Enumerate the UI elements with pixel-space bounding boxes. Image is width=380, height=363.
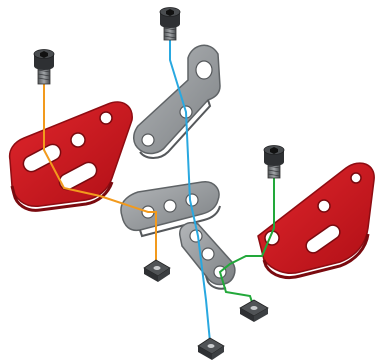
red-plate-right	[257, 162, 375, 280]
orange-assembly-path	[43, 78, 157, 262]
square-nut-left	[143, 259, 171, 282]
blue-assembly-path	[169, 36, 211, 343]
green-assembly-path	[218, 170, 275, 309]
red-plate-left	[8, 101, 133, 212]
gray-bent-link-top	[133, 44, 221, 159]
hex-socket-bolt-left	[33, 49, 55, 85]
hex-socket-bolt-right	[263, 145, 285, 179]
square-nut-bottom	[197, 337, 225, 360]
gray-link-lower	[179, 222, 236, 290]
square-nut-right	[239, 299, 269, 322]
hex-socket-bolt-center	[159, 7, 181, 41]
